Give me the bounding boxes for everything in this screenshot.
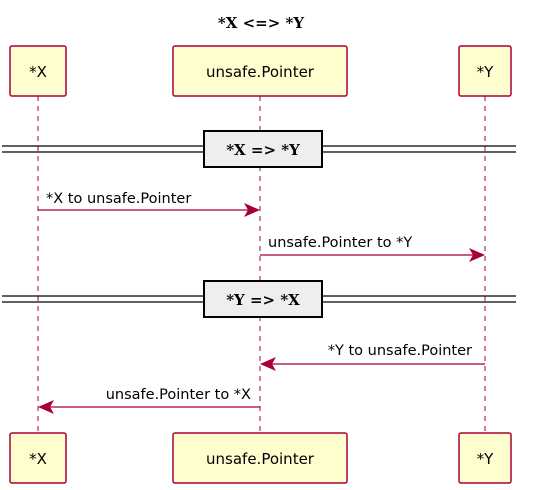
participant-foot-x-label: *X [29,450,47,468]
participant-foot-x: *X [9,432,67,484]
participant-head-x: *X [9,45,67,97]
participant-foot-unsafe-pointer-label: unsafe.Pointer [206,450,315,468]
arrowhead-icon [469,248,485,262]
arrowhead-icon [38,400,54,414]
diagram-title: *X <=> *Y [218,14,304,32]
participant-head-y: *Y [458,45,512,97]
participant-foot-y: *Y [458,432,512,484]
lifelines [37,96,486,433]
divider-y-to-x: *Y => *X [2,280,516,318]
message-y-to-pointer-label: *Y to unsafe.Pointer [328,343,472,359]
message-pointer-to-y: unsafe.Pointer to *Y [260,235,485,262]
message-y-to-pointer: *Y to unsafe.Pointer [260,343,485,371]
message-x-to-pointer: *X to unsafe.Pointer [38,191,260,217]
participant-head-unsafe-pointer: unsafe.Pointer [172,45,348,97]
participant-head-x-label: *X [29,63,47,81]
participant-head-unsafe-pointer-label: unsafe.Pointer [206,63,315,81]
arrowhead-icon [244,203,260,217]
arrowhead-icon [260,357,276,371]
participant-head-y-label: *Y [477,63,495,81]
message-pointer-to-y-label: unsafe.Pointer to *Y [268,235,412,251]
message-pointer-to-x: unsafe.Pointer to *X [38,387,260,414]
message-pointer-to-x-label: unsafe.Pointer to *X [106,387,251,403]
participant-foot-y-label: *Y [477,450,495,468]
divider-x-to-y-label: *X => *Y [226,141,300,159]
divider-x-to-y: *X => *Y [2,130,516,168]
message-x-to-pointer-label: *X to unsafe.Pointer [46,191,191,207]
divider-y-to-x-label: *Y => *X [226,291,300,309]
participant-foot-unsafe-pointer: unsafe.Pointer [172,432,348,484]
